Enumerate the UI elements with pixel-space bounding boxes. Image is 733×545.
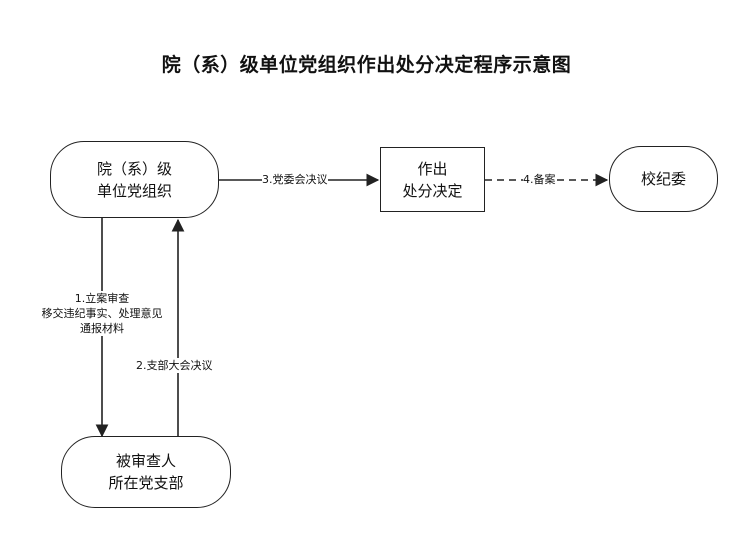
diagram-title: 院（系）级单位党组织作出处分决定程序示意图 [161, 54, 572, 76]
node-branch-line2: 所在党支部 [108, 474, 184, 492]
edge-label-2-text: 2.支部大会决议 [136, 359, 213, 372]
edge-label-2: 2.支部大会决议 [136, 358, 213, 373]
edge-label-1: 1.立案审查 移交违纪事实、处理意见 通报材料 [27, 291, 177, 336]
edge-label-4: 4.备案 [523, 172, 556, 187]
node-decision: 作出 处分决定 [380, 147, 485, 212]
node-branch: 被审查人 所在党支部 [61, 436, 231, 508]
node-decision-line1: 作出 [417, 159, 448, 178]
node-party-org-line2: 单位党组织 [96, 181, 172, 200]
node-party-org: 院（系）级 单位党组织 [50, 141, 219, 218]
node-branch-line1: 被审查人 [115, 452, 176, 470]
edge-label-1-line1: 1.立案审查 [74, 291, 130, 306]
node-discipline-label: 校纪委 [640, 170, 686, 188]
edge-label-4-text: 4.备案 [523, 173, 556, 186]
edge-label-3-text: 3.党委会决议 [262, 173, 328, 186]
edge-label-1-line3: 通报材料 [80, 321, 124, 336]
node-decision-line2: 处分决定 [402, 181, 463, 200]
node-party-org-line1: 院（系）级 [96, 159, 172, 178]
node-discipline-committee: 校纪委 [609, 146, 718, 212]
edge-label-1-line2: 移交违纪事实、处理意见 [41, 306, 163, 321]
edge-label-3: 3.党委会决议 [262, 172, 328, 187]
